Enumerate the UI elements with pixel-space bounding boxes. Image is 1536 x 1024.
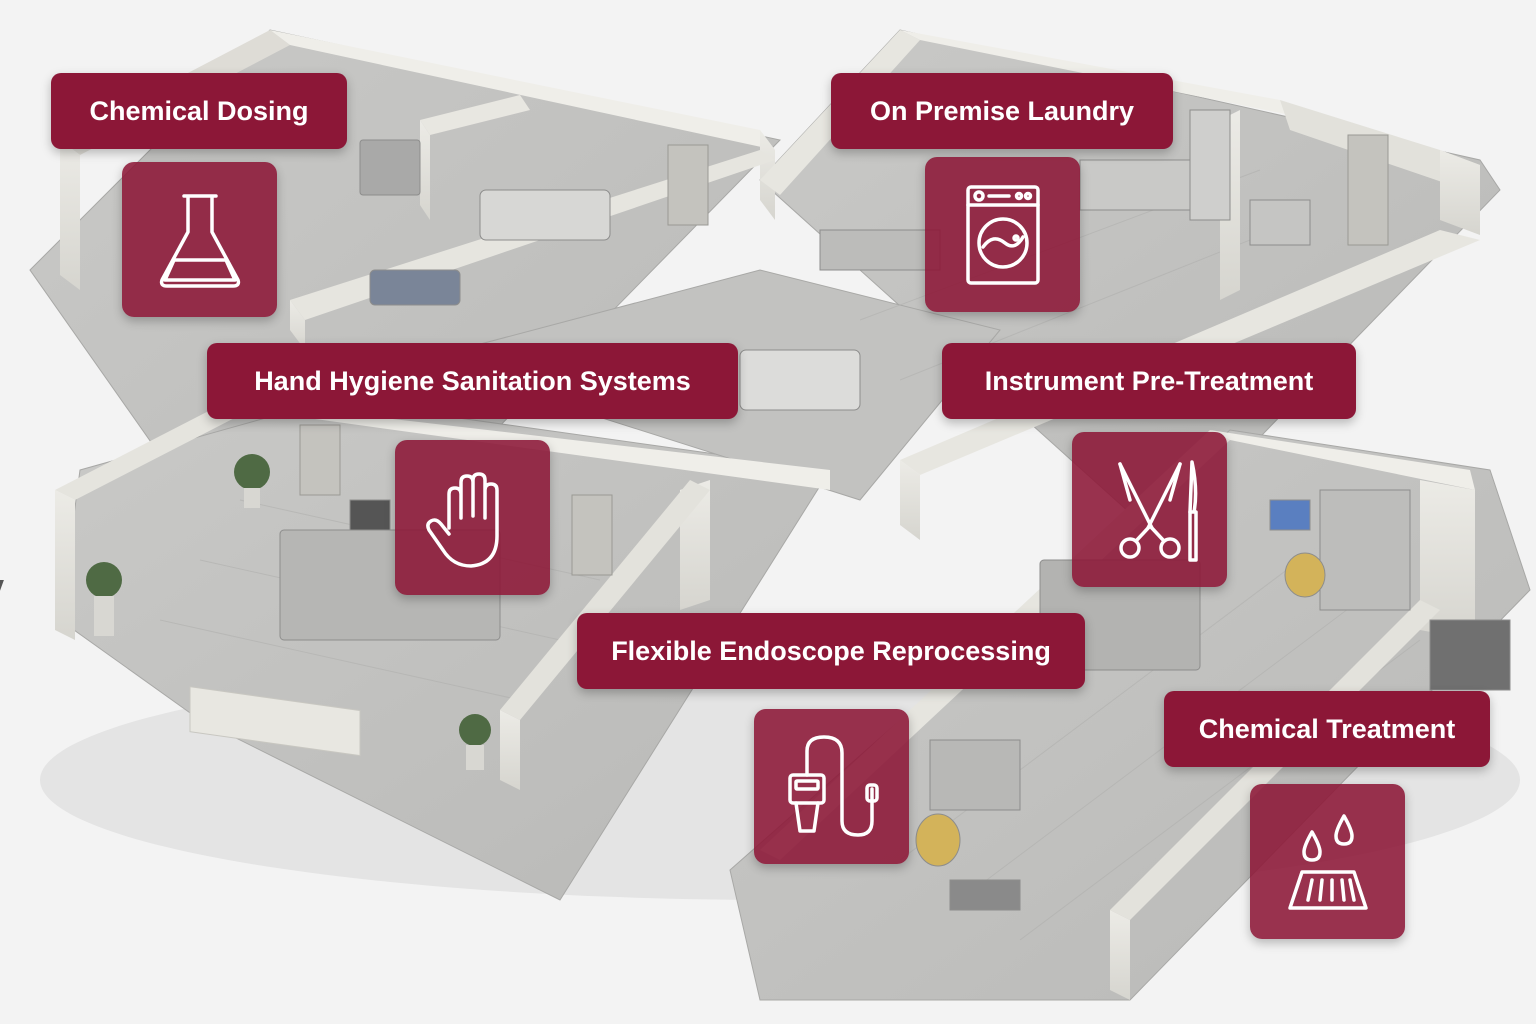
scissors-scalpel-icon — [1072, 432, 1227, 587]
label-on-premise-laundry: On Premise Laundry — [831, 73, 1173, 149]
washing-machine-icon — [925, 157, 1080, 312]
flask-icon — [122, 162, 277, 317]
label-chemical-treatment: Chemical Treatment — [1164, 691, 1490, 767]
label-chemical-dosing: Chemical Dosing — [51, 73, 347, 149]
label-instrument-pre-treatment: Instrument Pre-Treatment — [942, 343, 1356, 419]
endoscope-icon — [754, 709, 909, 864]
label-flexible-endoscope: Flexible Endoscope Reprocessing — [577, 613, 1085, 689]
label-hand-hygiene: Hand Hygiene Sanitation Systems — [207, 343, 738, 419]
hand-icon — [395, 440, 550, 595]
drain-drops-icon — [1250, 784, 1405, 939]
